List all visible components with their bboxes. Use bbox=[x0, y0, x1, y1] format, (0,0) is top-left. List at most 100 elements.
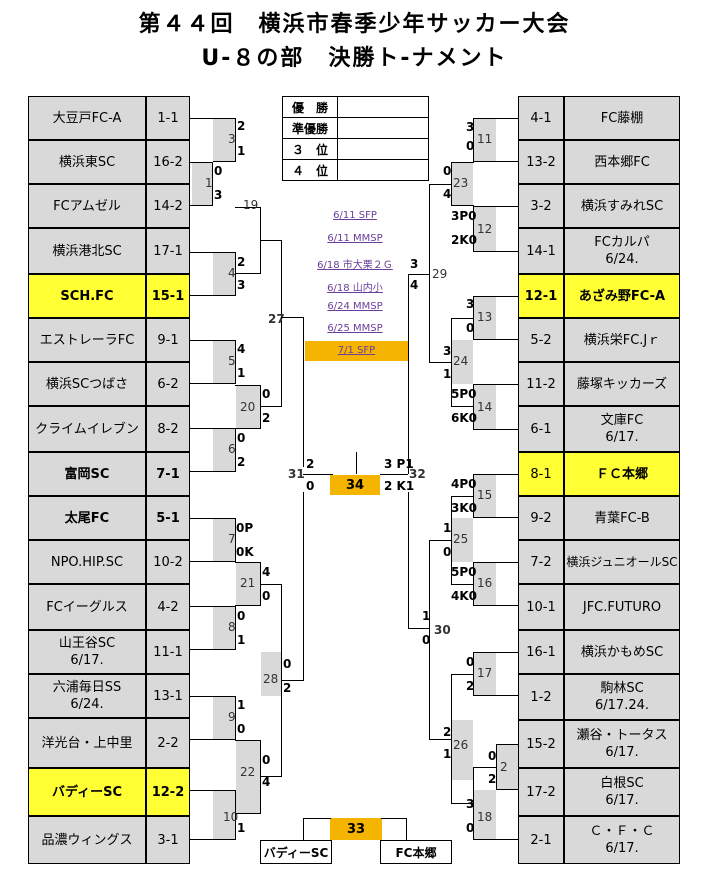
match-number: 13 bbox=[477, 310, 493, 324]
team-cell: FCアムゼル bbox=[28, 184, 146, 228]
schedule-item[interactable]: 6/18 山内小 bbox=[327, 283, 383, 294]
bracket-line bbox=[408, 274, 430, 275]
seed-cell: 14-2 bbox=[146, 184, 190, 228]
score: 0 bbox=[306, 479, 315, 493]
score: 0 bbox=[262, 387, 271, 401]
seed-cell: 9-2 bbox=[518, 496, 564, 540]
score: 2 bbox=[466, 679, 475, 693]
bracket-line bbox=[260, 776, 282, 777]
match-box bbox=[192, 162, 212, 206]
bracket-line bbox=[303, 818, 304, 840]
schedule-item[interactable]: 6/18 市大栗２Ｇ bbox=[317, 260, 393, 271]
score: 1 bbox=[237, 821, 246, 835]
match-number: 17 bbox=[477, 666, 493, 680]
bracket-line bbox=[429, 184, 452, 185]
team-cell: 太尾FC bbox=[28, 496, 146, 540]
team-cell: 駒林SC 6/17.24. bbox=[564, 674, 680, 720]
bracket-line bbox=[212, 162, 213, 206]
score: 0 bbox=[466, 321, 475, 335]
score: 3 P1 bbox=[384, 457, 414, 471]
team-cell: 大豆戸FC-A bbox=[28, 96, 146, 140]
table-row: 準優勝 bbox=[282, 117, 429, 139]
seed-cell: 1-1 bbox=[146, 96, 190, 140]
table-row: ４ 位 bbox=[282, 159, 429, 181]
bracket-line bbox=[451, 584, 474, 585]
score: 4 bbox=[237, 342, 246, 356]
schedule-item[interactable]: 6/11 SFP bbox=[333, 210, 377, 221]
team-cell: 文庫FC 6/17. bbox=[564, 406, 680, 452]
bracket-line bbox=[473, 652, 518, 653]
schedule-item[interactable]: 6/24 MMSP bbox=[327, 301, 383, 312]
seed-cell: 12-2 bbox=[146, 768, 190, 816]
table-row: 優 勝 bbox=[282, 96, 429, 118]
score: 4 bbox=[262, 775, 271, 789]
bracket-line bbox=[190, 118, 236, 119]
bracket-line bbox=[190, 839, 236, 840]
seed-cell: 9-1 bbox=[146, 318, 190, 362]
seed-cell: 13-2 bbox=[518, 140, 564, 184]
seed-cell: 1-2 bbox=[518, 674, 564, 720]
bracket-line bbox=[429, 540, 452, 541]
bracket-line bbox=[356, 452, 357, 474]
schedule-item[interactable]: 6/25 MMSP bbox=[327, 323, 383, 334]
bracket-line bbox=[473, 251, 518, 252]
match-box bbox=[452, 162, 473, 206]
match-box bbox=[474, 790, 496, 840]
seed-cell: 8-1 bbox=[518, 452, 564, 496]
bracket-line bbox=[190, 561, 236, 562]
seed-cell: 4-2 bbox=[146, 584, 190, 630]
score: 0 bbox=[488, 749, 497, 763]
bracket-line bbox=[260, 240, 282, 241]
score: 3 bbox=[466, 120, 475, 134]
team-cell: FCイーグルス bbox=[28, 584, 146, 630]
bracket-line bbox=[190, 790, 236, 791]
seed-cell: 2-2 bbox=[146, 718, 190, 768]
team-cell: 横浜かもめSC bbox=[564, 630, 680, 674]
bracket-line bbox=[281, 240, 282, 407]
team-cell: 横浜港北SC bbox=[28, 228, 146, 274]
match-number: 23 bbox=[453, 176, 469, 190]
match-number: 24 bbox=[453, 354, 469, 368]
score: 3P0 bbox=[451, 209, 477, 223]
bracket-line bbox=[473, 118, 474, 162]
bracket-line bbox=[235, 518, 236, 562]
team-cell: SCH.FC bbox=[28, 274, 146, 318]
team-cell: ＦＣ本郷 bbox=[564, 452, 680, 496]
score: 4K0 bbox=[451, 589, 477, 603]
bracket-line bbox=[496, 744, 518, 745]
schedule-item-final[interactable]: 7/1 SFP bbox=[305, 341, 408, 361]
seed-cell: 17-2 bbox=[518, 768, 564, 816]
bracket-line bbox=[451, 318, 474, 319]
team-cell: NPO.HIP.SC bbox=[28, 540, 146, 584]
score: 2 bbox=[262, 411, 271, 425]
bracket-line bbox=[235, 385, 261, 386]
score: 0 bbox=[237, 431, 246, 445]
match-number: 26 bbox=[453, 738, 469, 752]
score: 1 bbox=[422, 609, 431, 623]
bracket-line bbox=[408, 628, 430, 629]
bracket-line bbox=[303, 474, 333, 475]
score: 0 bbox=[262, 589, 271, 603]
bracket-line bbox=[190, 471, 236, 472]
team-cell: 西本郷FC bbox=[564, 140, 680, 184]
seed-cell: 16-2 bbox=[146, 140, 190, 184]
bracket-line bbox=[235, 562, 261, 563]
match-number: 16 bbox=[477, 576, 493, 590]
team-cell: 六浦毎日SS 6/24. bbox=[28, 674, 146, 718]
seed-cell: 6-1 bbox=[518, 406, 564, 452]
schedule-item[interactable]: 6/11 MMSP bbox=[327, 233, 383, 244]
bracket-line bbox=[451, 496, 474, 497]
team-cell: JFC.FUTURO bbox=[564, 584, 680, 630]
third-place-team-left: バディーSC bbox=[260, 840, 332, 864]
team-cell: 藤塚キッカーズ bbox=[564, 362, 680, 406]
match-number: 5 bbox=[228, 354, 236, 368]
score: 0 bbox=[443, 164, 452, 178]
score: 3 bbox=[466, 297, 475, 311]
bracket-line bbox=[473, 118, 518, 119]
third-place-team-right: FC本郷 bbox=[380, 840, 452, 864]
bracket-line bbox=[451, 205, 474, 206]
bracket-line bbox=[381, 818, 407, 819]
bracket-line bbox=[235, 605, 261, 606]
bracket-line bbox=[190, 696, 236, 697]
bracket-line bbox=[190, 295, 236, 296]
